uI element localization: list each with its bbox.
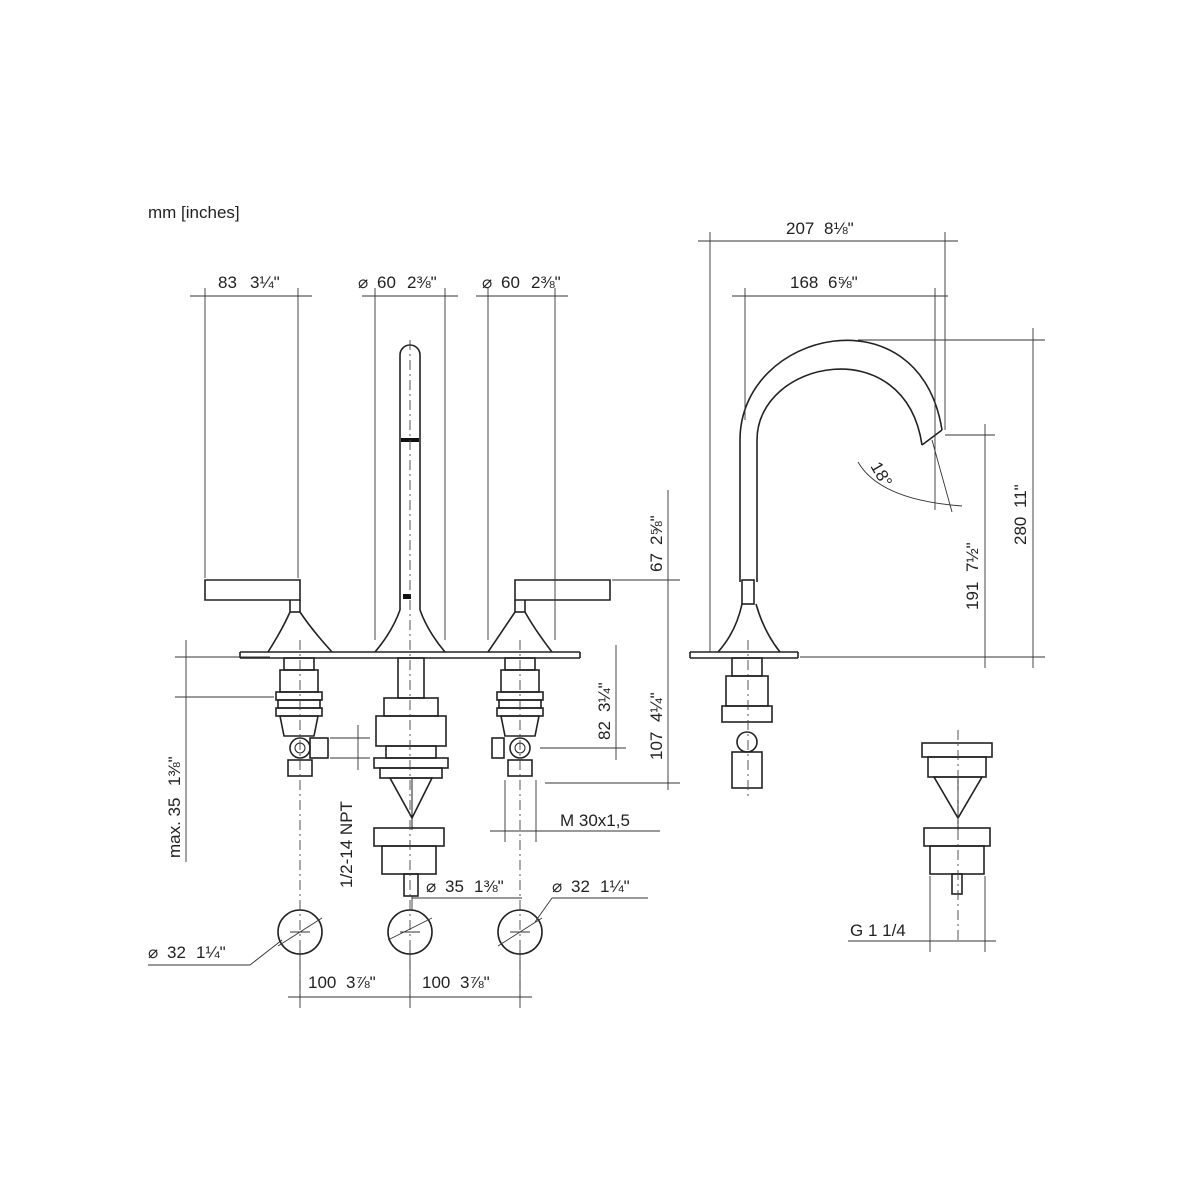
dimension-100-b: 100 3⅞" — [422, 973, 490, 992]
svg-text:8⅛": 8⅛" — [824, 219, 854, 238]
svg-text:280: 280 — [1011, 517, 1030, 545]
left-valve — [275, 657, 329, 777]
thread-npt-label: 1/2-14 NPT — [337, 801, 356, 888]
dimension-83: 83 3¼" — [218, 273, 280, 292]
dimension-lines — [148, 232, 1045, 1008]
thread-g-label: G 1 1/4 — [850, 921, 906, 940]
dimension-82: 82 3¼" — [595, 682, 614, 740]
svg-text:3⅞": 3⅞" — [346, 973, 376, 992]
dimension-191: 191 7½" — [963, 542, 982, 610]
dimension-dia32-b: ⌀ 32 1¼" — [552, 877, 630, 896]
dimension-dia60-a: ⌀ 60 2⅜" — [358, 273, 437, 292]
drain-assembly — [921, 742, 993, 895]
svg-text:3¼": 3¼" — [250, 273, 280, 292]
dimension-max35: max. 35 1⅜" — [165, 756, 184, 858]
diameter-symbol-icon: ⌀ — [148, 943, 158, 962]
svg-text:60: 60 — [501, 273, 520, 292]
svg-text:32: 32 — [167, 943, 186, 962]
dimension-168: 168 6⅝" — [790, 273, 858, 292]
svg-text:1⅜": 1⅜" — [165, 756, 184, 786]
thread-m30-label: M 30x1,5 — [560, 811, 630, 830]
dimension-67: 67 2⅝" — [647, 515, 666, 572]
svg-text:67: 67 — [647, 553, 666, 572]
svg-text:35: 35 — [445, 877, 464, 896]
svg-text:7½": 7½" — [963, 542, 982, 572]
svg-text:2⅝": 2⅝" — [647, 515, 666, 545]
right-valve — [491, 657, 544, 777]
center-valve — [373, 657, 449, 897]
svg-text:100: 100 — [308, 973, 336, 992]
diameter-symbol-icon: ⌀ — [358, 273, 368, 292]
svg-text:2⅜": 2⅜" — [531, 273, 561, 292]
dimension-280: 280 11" — [1011, 484, 1030, 545]
svg-text:11": 11" — [1011, 484, 1030, 508]
svg-text:32: 32 — [571, 877, 590, 896]
svg-text:100: 100 — [422, 973, 450, 992]
svg-text:2⅜": 2⅜" — [407, 273, 437, 292]
svg-text:207: 207 — [786, 219, 814, 238]
dimension-207: 207 8⅛" — [786, 219, 854, 238]
svg-text:4¼": 4¼" — [647, 692, 666, 722]
dimension-dia32-a: ⌀ 32 1¼" — [148, 943, 226, 962]
gooseneck-spout — [717, 339, 943, 653]
svg-text:6⅝": 6⅝" — [828, 273, 858, 292]
svg-text:max. 35: max. 35 — [165, 798, 184, 858]
deck-plate-right — [689, 651, 799, 659]
svg-text:60: 60 — [377, 273, 396, 292]
units-label: mm [inches] — [148, 203, 240, 222]
svg-text:168: 168 — [790, 273, 818, 292]
right-handle — [487, 579, 611, 653]
center-lines — [299, 340, 959, 1000]
svg-text:1¼": 1¼" — [600, 877, 630, 896]
svg-text:82: 82 — [595, 721, 614, 740]
dimension-100-a: 100 3⅞" — [308, 973, 376, 992]
svg-text:191: 191 — [963, 582, 982, 610]
diameter-symbol-icon: ⌀ — [552, 877, 562, 896]
svg-text:3⅞": 3⅞" — [460, 973, 490, 992]
dimension-dia60-b: ⌀ 60 2⅜" — [482, 273, 561, 292]
dimension-dia35: ⌀ 35 1⅜" — [426, 877, 504, 896]
dimension-107: 107 4¼" — [647, 692, 666, 760]
svg-text:1¼": 1¼" — [196, 943, 226, 962]
svg-text:107: 107 — [647, 732, 666, 760]
left-handle — [204, 579, 333, 653]
svg-text:3¼": 3¼" — [595, 682, 614, 712]
diameter-symbol-icon: ⌀ — [482, 273, 492, 292]
dimension-angle: 18° — [867, 459, 896, 491]
spout-valve — [721, 657, 773, 789]
svg-text:83: 83 — [218, 273, 237, 292]
svg-text:1⅜": 1⅜" — [474, 877, 504, 896]
diameter-symbol-icon: ⌀ — [426, 877, 436, 896]
